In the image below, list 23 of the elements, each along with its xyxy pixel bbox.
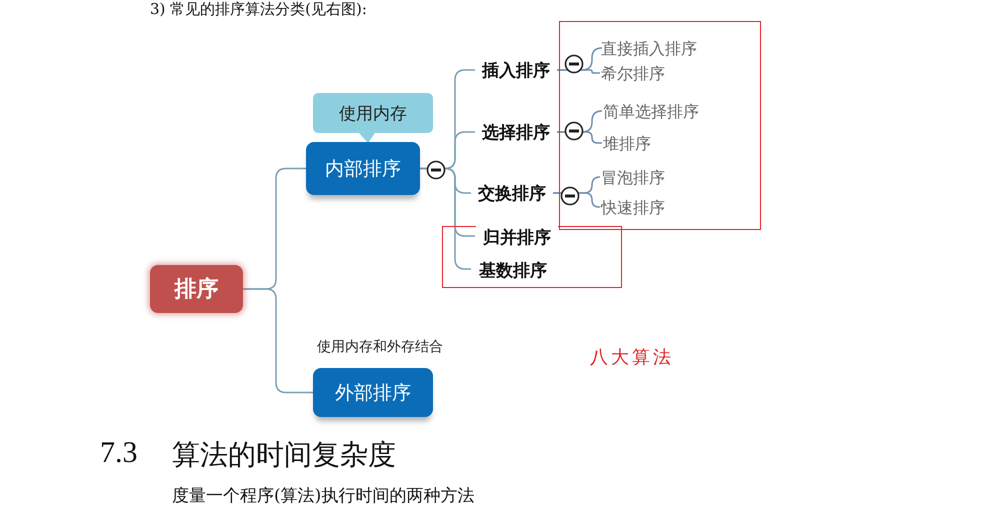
connector-line: [243, 288, 313, 394]
leaf-label: 希尔排序: [601, 63, 671, 85]
root-box: 排序: [150, 265, 243, 313]
annotation-text: 八大算法: [590, 346, 674, 369]
branch-label: 归并排序: [476, 225, 558, 249]
callout-bubble: 使用内存: [313, 93, 433, 143]
process-box: 外部排序: [313, 368, 433, 417]
connector-line: [553, 192, 600, 208]
connector-line: [557, 131, 602, 144]
connector-line: [557, 69, 600, 74]
node-note: 使用内存和外存结合: [317, 338, 443, 356]
leaf-label: 堆排序: [603, 132, 665, 156]
leaf-label: 直接插入排序: [601, 38, 701, 60]
body-text: 度量一个程序(算法)执行时间的两种方法: [172, 485, 474, 506]
highlight-frame: [442, 226, 622, 288]
leaf-label: 冒泡排序: [601, 166, 679, 190]
leaf-label: 快速排序: [601, 196, 679, 220]
section-number: 7.3: [100, 436, 138, 470]
intro-text: 3) 常见的排序算法分类(见右图):: [150, 0, 367, 19]
highlight-frame: [559, 21, 761, 230]
leaf-label: 简单选择排序: [603, 100, 721, 124]
process-box: 内部排序: [306, 142, 420, 195]
section-heading: 算法的时间复杂度: [172, 437, 396, 473]
